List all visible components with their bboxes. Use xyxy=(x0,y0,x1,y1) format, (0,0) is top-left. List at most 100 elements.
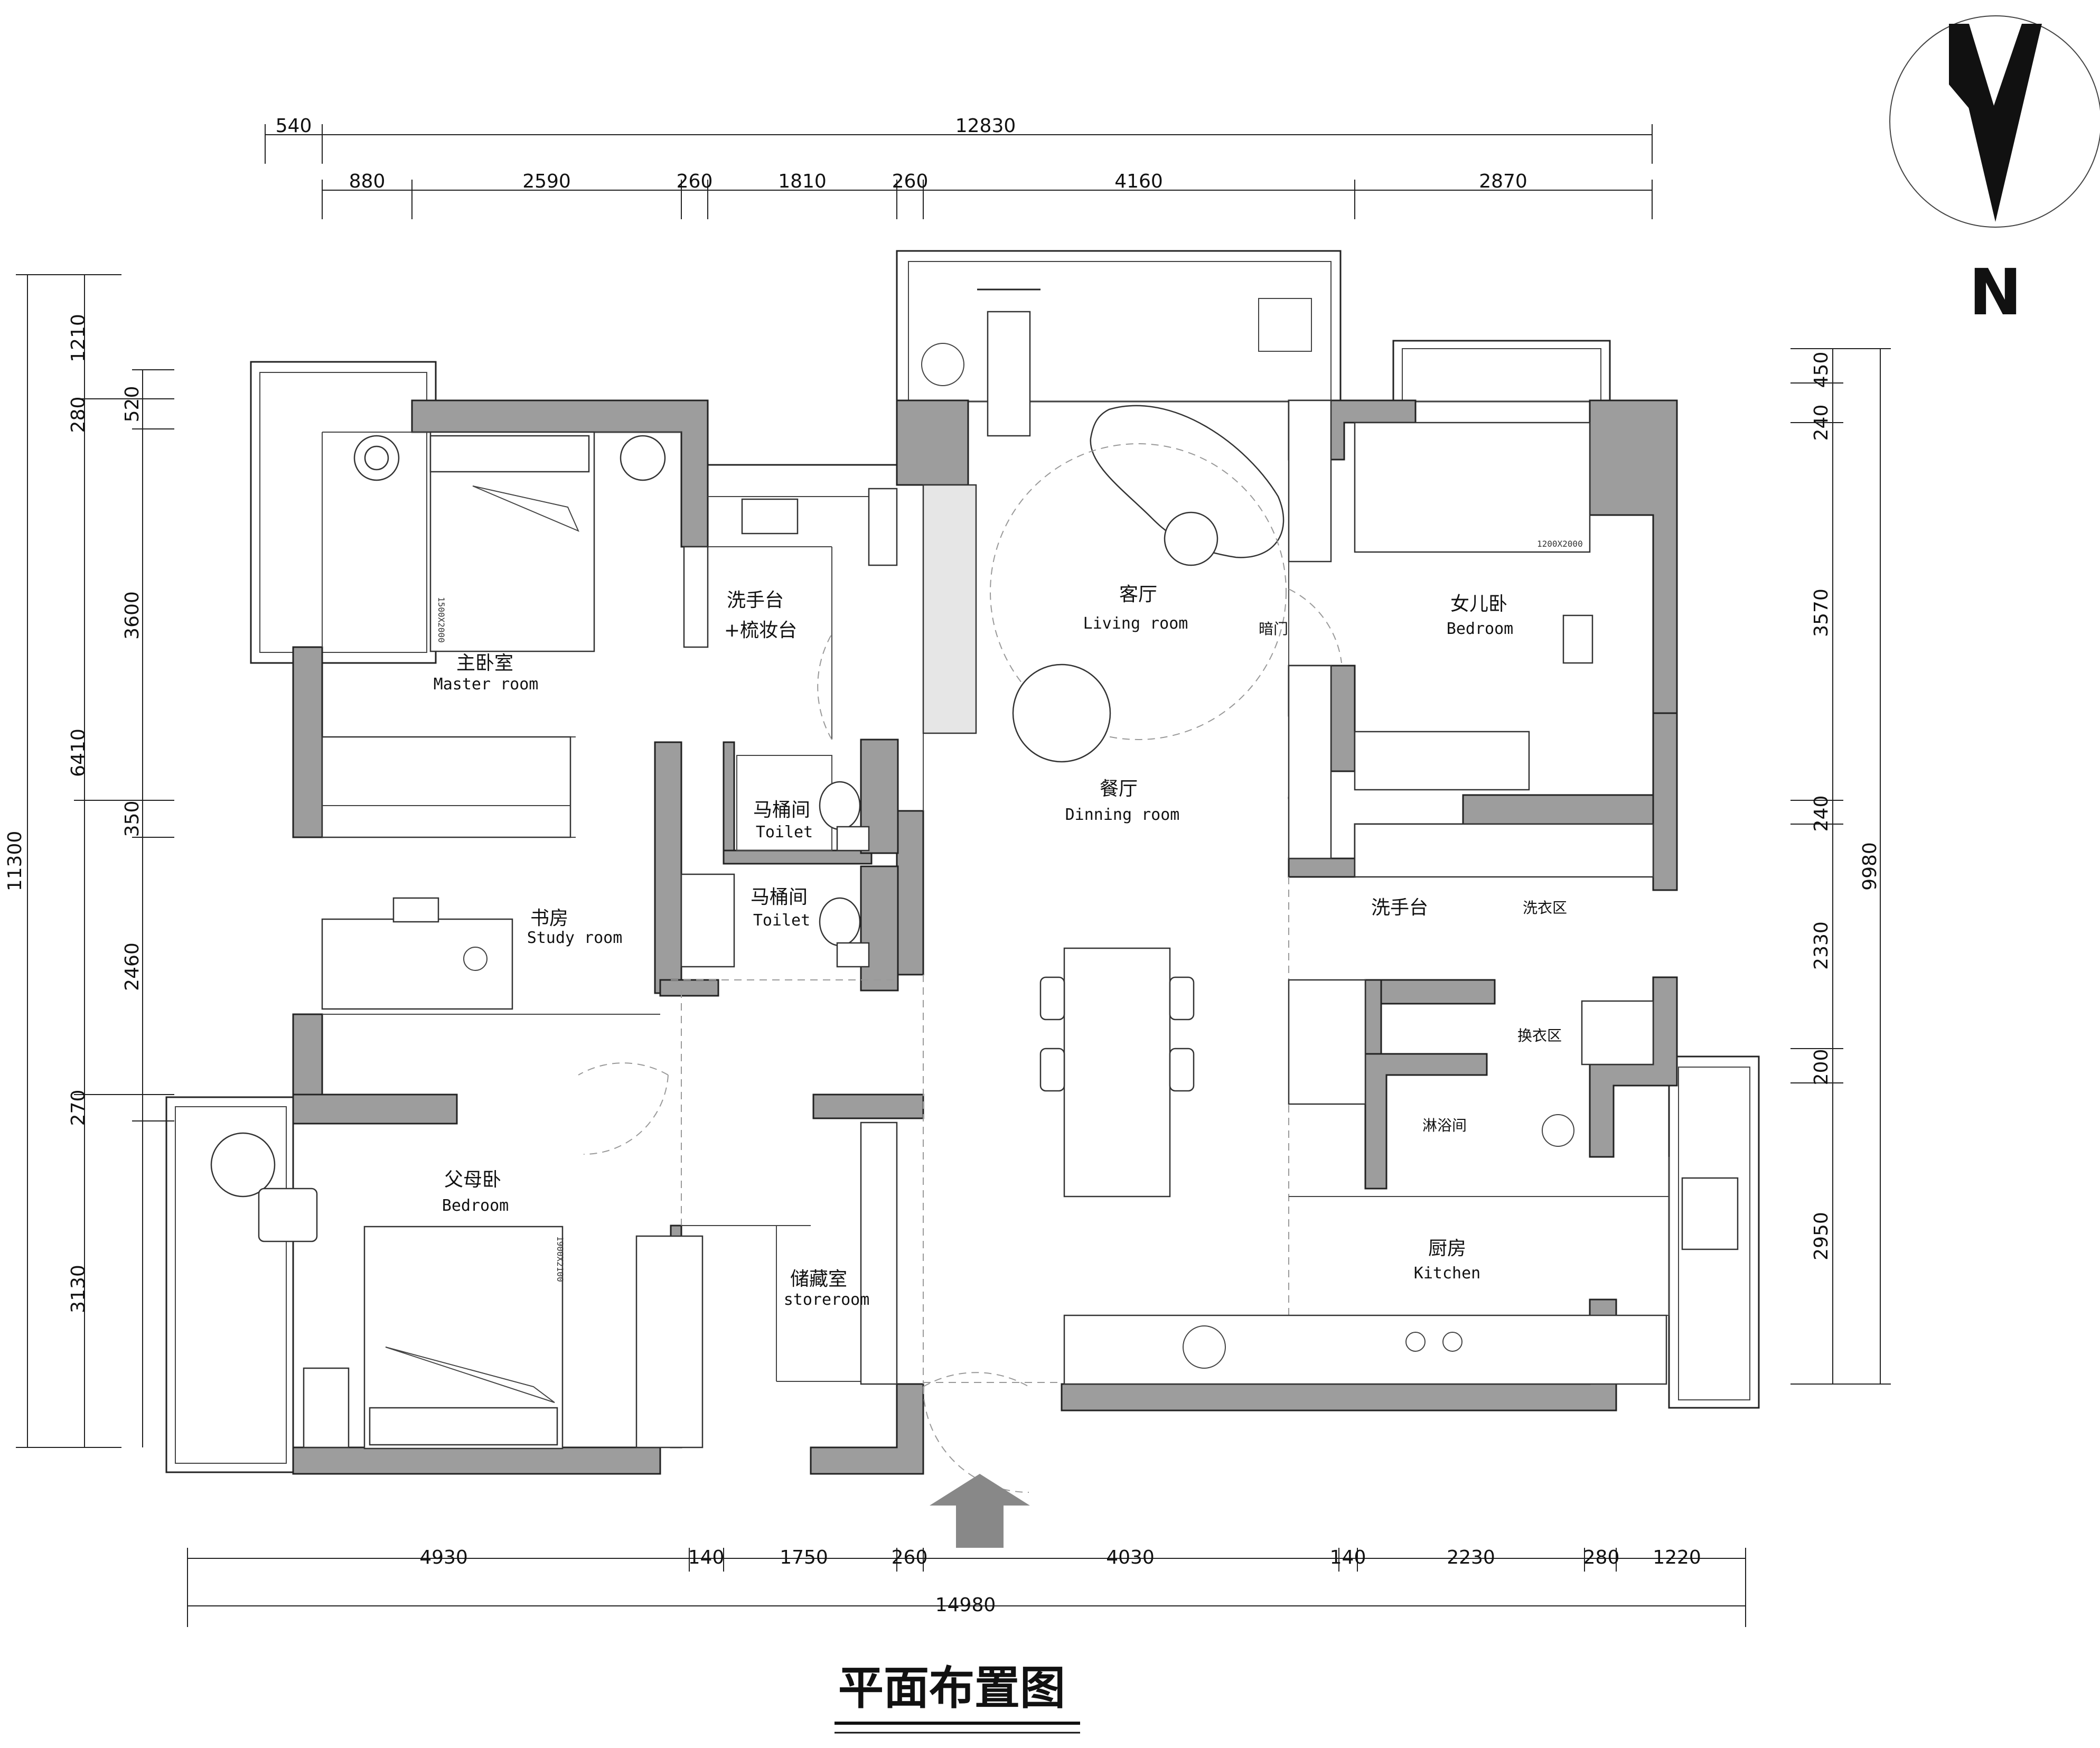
label-parents-en: Bedroom xyxy=(442,1197,509,1215)
dim-880: 880 xyxy=(349,171,386,192)
dim-r450: 450 xyxy=(1811,352,1832,388)
north-arrow-left-icon xyxy=(1949,24,1969,108)
compass: N xyxy=(1889,15,2100,330)
nightstand-right xyxy=(620,435,666,481)
dim-4160: 4160 xyxy=(1114,171,1163,192)
label-dining-en: Dinning room xyxy=(1065,806,1180,824)
storage-shelf xyxy=(860,1121,898,1385)
vanity-sink xyxy=(741,498,799,535)
dim-b260: 260 xyxy=(892,1547,928,1568)
washer xyxy=(1581,1000,1654,1065)
compass-circle xyxy=(1889,15,2100,228)
study-desk xyxy=(321,918,513,1010)
entrance-arrow-icon xyxy=(930,1474,1030,1548)
bottom-dimensions: 4930 140 1750 260 4030 140 2230 280 1220… xyxy=(187,1547,1746,1627)
daughter-bed-size: 1200X2000 xyxy=(1537,539,1583,549)
label-toilet1-en: Toilet xyxy=(756,823,813,842)
wash-counter xyxy=(1354,823,1654,878)
label-master-en: Master room xyxy=(434,675,539,694)
fridge xyxy=(1681,1177,1739,1250)
dim-b4930: 4930 xyxy=(419,1547,468,1568)
daughter-wardrobe xyxy=(1354,731,1530,791)
daughter-cabinet xyxy=(1288,399,1332,563)
label-hidden-door: 暗门 xyxy=(1259,620,1288,638)
dim-r2950: 2950 xyxy=(1811,1212,1832,1260)
dim-520: 520 xyxy=(121,386,143,423)
stove-burner-1-icon xyxy=(1405,1332,1426,1352)
dim-270: 270 xyxy=(68,1090,89,1126)
dim-b280: 280 xyxy=(1583,1547,1620,1568)
round-table xyxy=(1012,663,1111,763)
dim-b140a: 140 xyxy=(688,1547,725,1568)
label-daughter-en: Bedroom xyxy=(1447,620,1513,638)
dim-b1220: 1220 xyxy=(1653,1547,1701,1568)
label-kitchen-cn: 厨房 xyxy=(1428,1238,1466,1259)
label-shower: 淋浴间 xyxy=(1422,1117,1467,1134)
living-rug xyxy=(990,443,1287,740)
parents-bed-size: 1900X2100 xyxy=(555,1236,565,1282)
study-chair xyxy=(392,897,439,923)
changing-cabinet xyxy=(1288,979,1366,1105)
master-wardrobe xyxy=(321,736,571,838)
label-toilet2-en: Toilet xyxy=(753,911,810,930)
label-master-cn: 主卧室 xyxy=(456,652,513,674)
north-arrow-icon xyxy=(1949,24,2042,222)
dim-b14980: 14980 xyxy=(935,1594,996,1616)
daughter-bed xyxy=(1354,422,1591,553)
toilet-1 xyxy=(819,781,861,830)
dim-2460: 2460 xyxy=(121,942,143,991)
master-bed-size: 1500X2000 xyxy=(436,597,446,643)
dim-b2230: 2230 xyxy=(1447,1547,1495,1568)
dim-260a: 260 xyxy=(677,171,713,192)
label-storage-en: storeroom xyxy=(784,1291,870,1309)
dim-3600: 3600 xyxy=(121,591,143,640)
lamp-icon xyxy=(463,947,487,971)
stove-burner-2-icon xyxy=(1442,1332,1462,1352)
label-study-en: Study room xyxy=(527,929,623,947)
dim-11300: 11300 xyxy=(4,831,26,892)
top-dimensions: 540 12830 880 2590 260 1810 260 4160 287… xyxy=(265,115,1653,219)
kitchen-counter xyxy=(1063,1314,1667,1385)
parents-nightstand xyxy=(303,1367,350,1448)
plant-icon xyxy=(921,343,964,386)
furniture: 1500X2000 xyxy=(210,288,1739,1548)
dining-table xyxy=(1063,947,1171,1198)
label-dining-cn: 餐厅 xyxy=(1100,778,1138,800)
label-kitchen-en: Kitchen xyxy=(1414,1264,1480,1283)
label-toilet1-cn: 马桶间 xyxy=(753,799,810,821)
dim-280: 280 xyxy=(68,397,89,433)
dim-top-540: 540 xyxy=(276,115,312,137)
dim-6410: 6410 xyxy=(68,728,89,777)
dim-r200: 200 xyxy=(1811,1049,1832,1086)
dim-260b: 260 xyxy=(892,171,929,192)
dim-r9980: 9980 xyxy=(1859,842,1881,891)
label-living-cn: 客厅 xyxy=(1119,584,1157,605)
left-dimensions: 1210 6410 11300 280 520 3600 350 2460 27… xyxy=(4,274,174,1448)
exercise-bench xyxy=(987,311,1031,437)
dim-2590: 2590 xyxy=(522,171,571,192)
label-laundry: 洗衣区 xyxy=(1523,899,1567,917)
dim-r2330: 2330 xyxy=(1811,921,1832,970)
shower-drain-icon xyxy=(1542,1114,1574,1147)
door-swings xyxy=(578,588,1342,1493)
title-text: 平面布置图 xyxy=(838,1662,1065,1715)
dim-r240b: 240 xyxy=(1811,796,1832,832)
drawing-title: 平面布置图 xyxy=(835,1662,1080,1734)
label-toilet2-cn: 马桶间 xyxy=(751,886,808,908)
dim-b140b: 140 xyxy=(1330,1547,1366,1568)
sink-icon xyxy=(1183,1325,1226,1369)
north-label: N xyxy=(1969,256,2022,330)
label-vanity-2: +梳妆台 xyxy=(724,620,797,641)
side-table xyxy=(1164,511,1218,566)
label-storage-cn: 储藏室 xyxy=(790,1268,847,1290)
label-daughter-cn: 女儿卧 xyxy=(1450,593,1507,615)
room-labels: 主卧室 Master room 洗手台 +梳妆台 客厅 Living room … xyxy=(434,584,1567,1309)
dim-b4030: 4030 xyxy=(1106,1547,1155,1568)
label-living-en: Living room xyxy=(1083,614,1188,633)
dim-1210: 1210 xyxy=(68,314,89,362)
balcony-table xyxy=(1258,298,1312,352)
parents-wardrobe xyxy=(635,1235,704,1448)
armchair xyxy=(210,1132,276,1198)
label-washbasin: 洗手台 xyxy=(1371,897,1428,919)
